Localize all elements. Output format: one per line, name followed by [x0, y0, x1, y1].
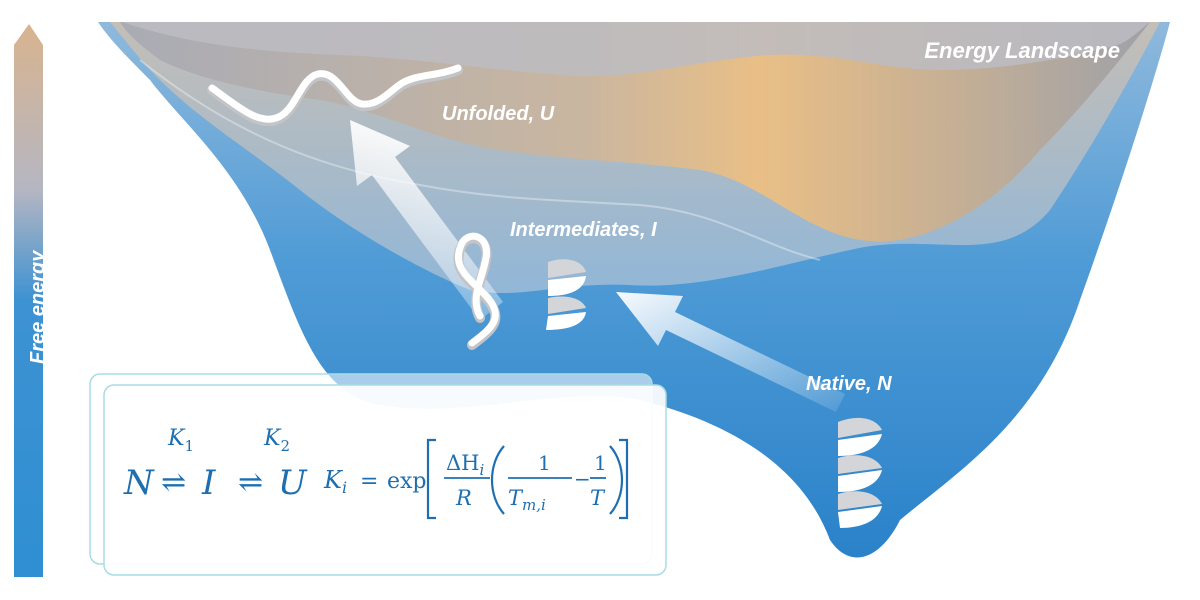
- intermediate-helix-turn-1: [548, 259, 586, 278]
- intermediate-structure: [453, 232, 586, 350]
- unfolded-label: Unfolded, U: [442, 103, 555, 125]
- panel-front: [103, 384, 667, 576]
- free-energy-arrow: [14, 24, 43, 577]
- equals-sign: =: [360, 469, 378, 494]
- minus-sign: −: [574, 467, 591, 491]
- right-paren: [609, 445, 623, 515]
- left-paren: [491, 445, 505, 515]
- one-numerator-b: 1: [594, 451, 607, 475]
- native-helix-turn-3: [838, 455, 882, 474]
- native-label: Native, N: [806, 373, 892, 395]
- exp-function: exp: [387, 469, 427, 494]
- intermediate-helix: [546, 259, 586, 330]
- native-helix-turn-2: [838, 434, 882, 456]
- unfolded-ribbon: [207, 64, 463, 127]
- equilibrium-arrow-2: ⇌: [238, 465, 263, 500]
- intermediate-helix-turn-2: [548, 276, 586, 296]
- native-helix-turn-4: [838, 470, 882, 492]
- funnel-top-layer: [120, 22, 1150, 242]
- melting-temperature: Tm,i: [508, 486, 546, 514]
- k1-constant: K1: [167, 426, 194, 455]
- native-helix-turn-5: [838, 491, 882, 510]
- left-bracket: [426, 438, 436, 520]
- intermediate-helix-turn-4: [546, 312, 586, 330]
- upper-rim-band: [122, 22, 1150, 77]
- free-energy-axis: Free energy: [14, 24, 49, 577]
- one-numerator-a: 1: [538, 451, 551, 475]
- delta-h-numerator: ΔHi: [446, 451, 484, 479]
- diagram-title: Energy Landscape: [924, 38, 1120, 63]
- native-helix-turn-1: [838, 417, 882, 438]
- intermediate-loop: [454, 232, 499, 347]
- rim-highlight: [139, 59, 821, 261]
- native-helix: [838, 417, 882, 528]
- gas-constant: R: [455, 486, 472, 510]
- arrow-native-to-intermediate: [616, 292, 845, 412]
- intermediate-symbol: I: [201, 463, 216, 503]
- right-bracket: [619, 438, 629, 520]
- unfolded-symbol: U: [278, 463, 308, 503]
- unfolded-ribbon-body: [208, 64, 462, 123]
- k2-constant: K2: [263, 426, 290, 455]
- equilibrium-arrow-1: ⇌: [161, 465, 186, 500]
- formula-panel: K1 K2 N ⇌ I ⇌ U Ki = exp ΔHi R 1 Tm,i − …: [89, 373, 667, 576]
- ki-symbol: Ki: [323, 466, 347, 497]
- intermediate-helix-turn-3: [548, 296, 586, 314]
- axis-label: Free energy: [27, 250, 49, 364]
- native-helix-turn-6: [838, 506, 882, 528]
- native-symbol: N: [123, 463, 155, 503]
- intermediates-label: Intermediates, I: [510, 219, 657, 241]
- temperature: T: [590, 486, 606, 510]
